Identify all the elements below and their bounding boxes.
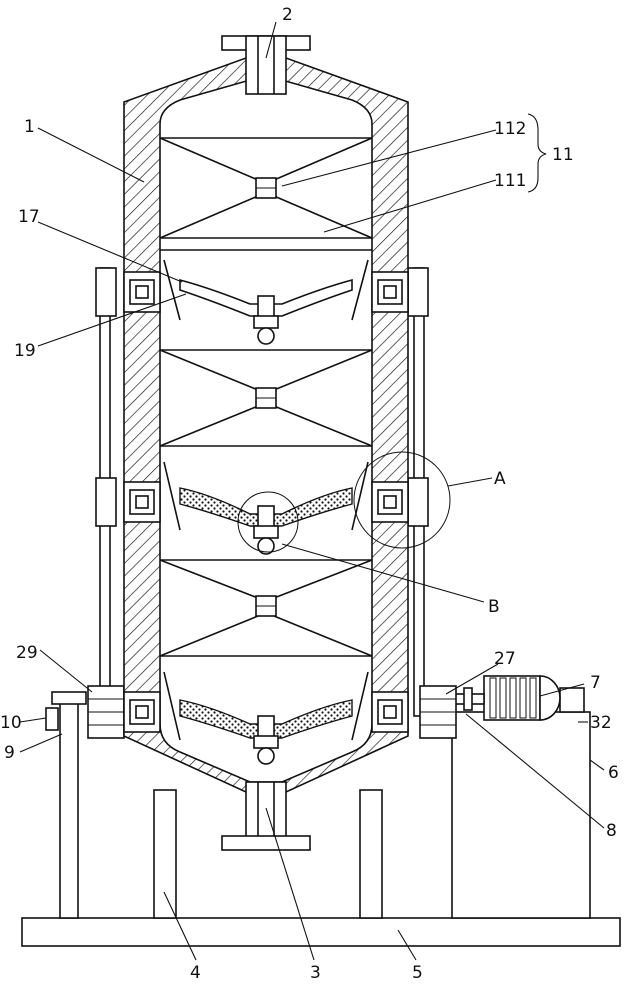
bottom-outlet-pipe bbox=[221, 781, 311, 851]
sensor-box bbox=[559, 687, 585, 713]
label-a: A bbox=[494, 469, 506, 489]
label-27: 27 bbox=[494, 649, 516, 669]
filter-tray-1 bbox=[160, 249, 372, 345]
label-9: 9 bbox=[4, 743, 15, 763]
part-labels: 1 2 112 11 111 17 19 A B 29 27 7 10 32 9… bbox=[0, 5, 619, 983]
support-legs bbox=[153, 789, 383, 919]
label-11: 11 bbox=[552, 145, 574, 165]
hourglass-baffle-1 bbox=[159, 137, 373, 239]
filter-tray-3 bbox=[163, 671, 369, 765]
label-32: 32 bbox=[590, 713, 612, 733]
motor bbox=[451, 675, 561, 721]
detail-circle-a bbox=[353, 451, 451, 549]
label-b: B bbox=[488, 597, 500, 617]
label-10: 10 bbox=[0, 713, 22, 733]
label-7: 7 bbox=[590, 673, 601, 693]
motor-base-box bbox=[451, 711, 591, 919]
label-19: 19 bbox=[14, 341, 36, 361]
label-5: 5 bbox=[412, 963, 423, 983]
label-6: 6 bbox=[608, 763, 619, 783]
top-inlet-pipe bbox=[221, 35, 311, 95]
label-17: 17 bbox=[18, 207, 40, 227]
side-transmission-rods bbox=[87, 267, 457, 739]
left-support-post bbox=[45, 691, 87, 919]
label-29: 29 bbox=[16, 643, 38, 663]
detail-circle-b bbox=[237, 491, 299, 553]
label-112: 112 bbox=[494, 119, 526, 139]
bracket-11 bbox=[527, 113, 547, 193]
label-4: 4 bbox=[190, 963, 201, 983]
leader-lines bbox=[19, 21, 605, 961]
filter-tray-2 bbox=[163, 461, 369, 555]
label-3: 3 bbox=[310, 963, 321, 983]
label-1: 1 bbox=[24, 117, 35, 137]
bearing-assemblies bbox=[123, 271, 409, 733]
base-plate bbox=[21, 917, 621, 947]
label-111: 111 bbox=[494, 171, 526, 191]
hourglass-baffle-2 bbox=[159, 349, 373, 447]
label-2: 2 bbox=[282, 5, 293, 25]
hourglass-baffle-3 bbox=[159, 559, 373, 657]
label-8: 8 bbox=[606, 821, 617, 841]
